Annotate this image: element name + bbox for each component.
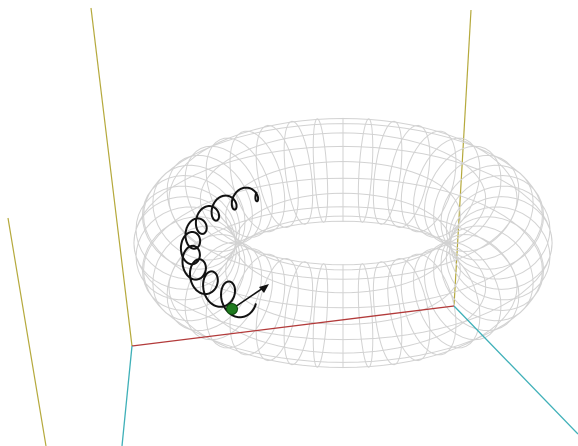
velocity-arrow	[231, 284, 269, 310]
torus-wireframe	[133, 117, 553, 369]
torus-meridian	[450, 196, 553, 290]
particle	[226, 303, 238, 315]
particle-trajectory	[179, 186, 260, 319]
floor-left-axis	[121, 345, 133, 446]
front-left-vertical-axis	[7, 217, 47, 446]
torus-parallel	[225, 160, 461, 271]
torus-parallel	[168, 117, 518, 280]
torus-parallel	[234, 192, 452, 294]
torus-parallel	[143, 177, 543, 363]
torus-meridian	[133, 196, 236, 290]
torus-parallel	[225, 215, 461, 326]
floor-right-axis	[453, 305, 578, 435]
torus-meridian	[449, 185, 551, 280]
torus-parallel	[199, 220, 487, 354]
back-axes	[90, 7, 472, 347]
torus-parallel	[168, 206, 518, 369]
floor-x-axis	[131, 305, 455, 347]
torus-parallel	[143, 123, 543, 309]
torus-meridian	[135, 206, 237, 301]
back-left-vertical-axis	[90, 7, 133, 347]
torus-parallel	[199, 132, 487, 266]
torus-meridian	[449, 206, 551, 301]
torus-parallel	[133, 145, 553, 341]
